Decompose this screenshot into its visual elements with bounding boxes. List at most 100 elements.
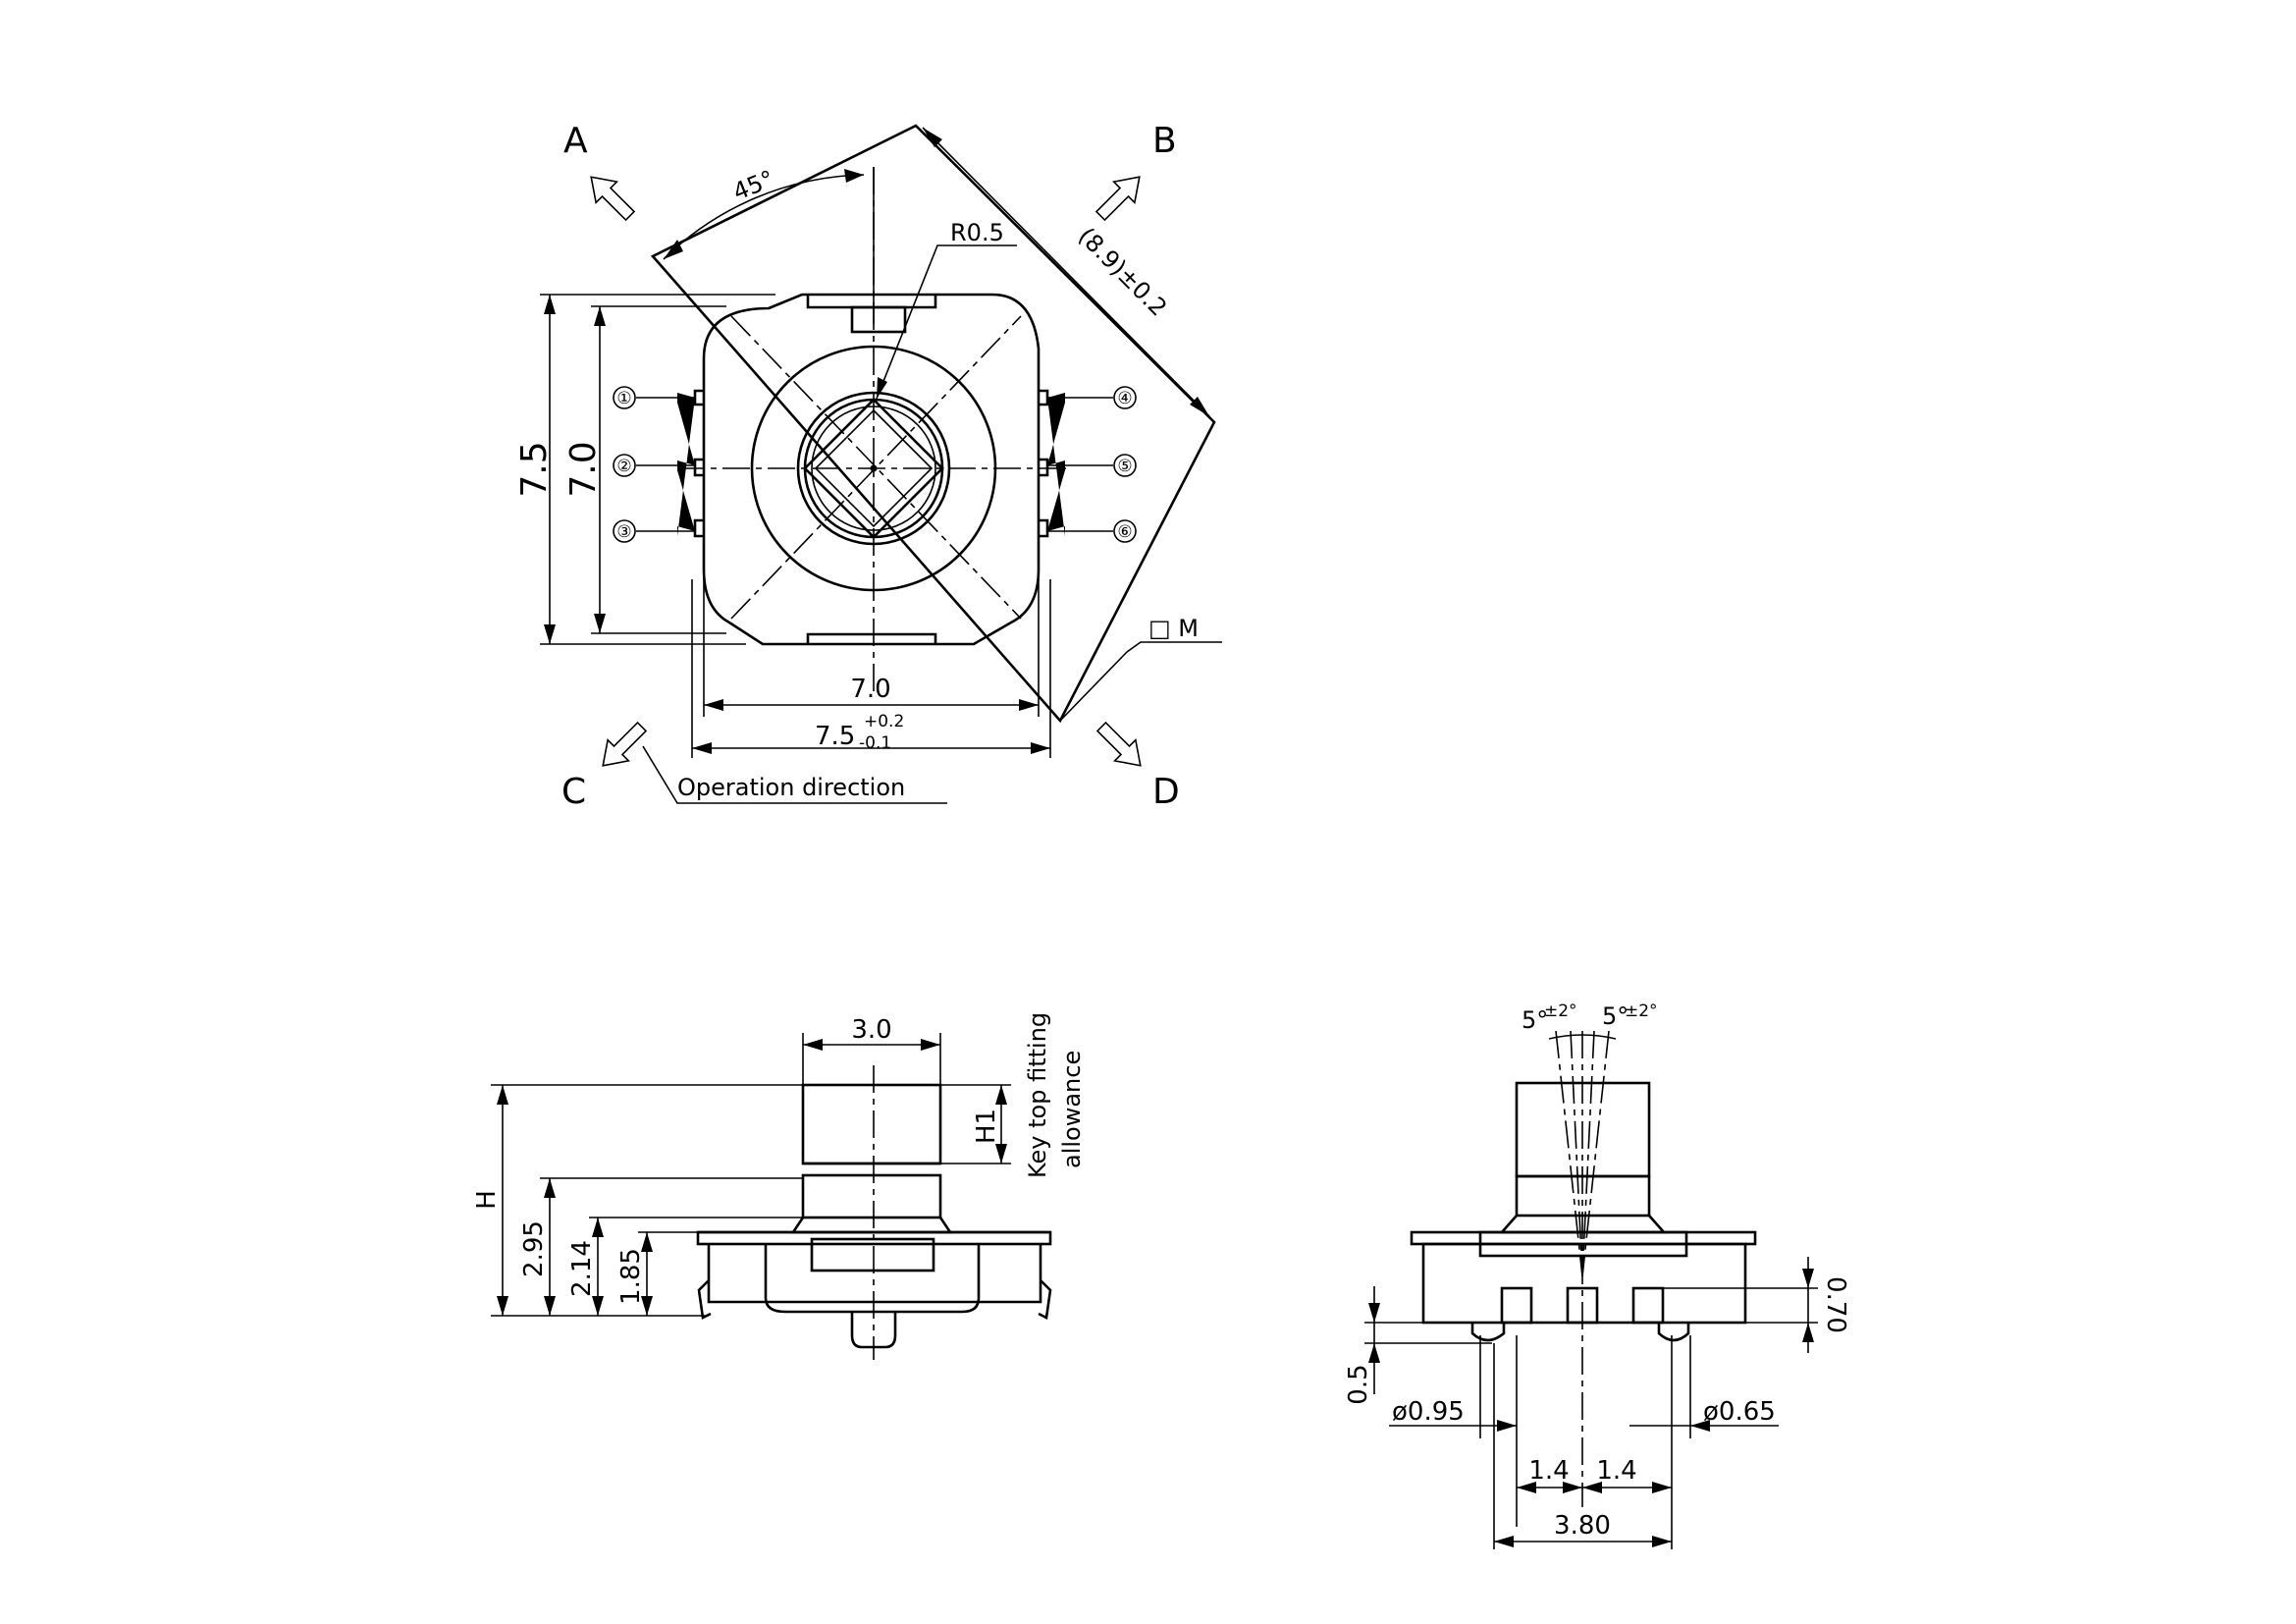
pin-leaders [636,397,1113,532]
side-inner [1478,1230,1688,1258]
dim-295-label: 2.95 [519,1220,549,1277]
stem-width-label: 3.0 [851,1015,891,1045]
arrow-295-top [544,1178,556,1198]
arrow-stem-left [803,1039,823,1051]
diag-dim-line [922,127,1210,417]
pin-6-circle [1113,519,1137,543]
pin-4-circle [1113,386,1137,409]
centerline-d1 [730,315,1022,620]
side-terminal-right [1631,1286,1665,1325]
dia-065-label: ø0.65 [1703,1397,1776,1427]
tilt-left-label: 5° [1522,1006,1548,1034]
arrow-14-left [1517,1482,1536,1493]
arrow-h-top [497,1085,508,1105]
stem-collar [801,1173,942,1219]
outer-width-minus: -0.1 [859,733,891,753]
diag-dimension-label: (8.9)±0.2 [1073,222,1172,321]
dim-070-label: 0.70 [1821,1276,1850,1333]
arrow-h1-bot [995,1144,1007,1164]
arrow-w75-left [692,742,712,754]
m-dim-line [1059,651,1128,722]
centerline-d2 [730,315,1022,620]
stem-diamond-inner [814,408,934,528]
pitch-right-label: 1.4 [1596,1456,1636,1486]
outer-width-plus: +0.2 [864,712,904,731]
body-outline [702,293,1041,646]
direction-d-label: D [1152,772,1180,812]
pitch-left-label: 1.4 [1528,1456,1569,1486]
tilt-right-label: 5° [1602,1002,1629,1030]
outer-height-label: 7.5 [514,441,555,497]
pin-1-circle [613,386,636,409]
arrow-h-bot [497,1296,508,1316]
pin-arrows-left [677,393,695,536]
arrow-d-icon [1095,721,1142,767]
pin-5-label: ⑤ [1117,457,1132,476]
arrow-05-bot [1368,1343,1380,1363]
arrow-070-bot [1802,1323,1814,1342]
arrow-w75-right [1031,742,1050,754]
dim-185-label: 1.85 [616,1248,646,1305]
radius-leader [876,244,1017,400]
stem-block [801,1083,942,1165]
top-view: 45° R0.5 (8.9)±0.2 □ M 7.5 7.0 [514,121,1222,812]
span-label: 3.80 [1554,1511,1611,1541]
arrow-070-top [1802,1269,1814,1288]
tilt-arc [1548,1034,1617,1040]
angle-arrow-right [844,169,864,183]
h-label: H [472,1190,502,1210]
pin-6-label: ⑥ [1117,522,1132,542]
pin-1-label: ① [616,389,631,408]
radius-arrow [877,377,887,399]
side-pin-left [1470,1323,1506,1342]
note-line-1: Key top fitting [1024,1012,1051,1178]
radius-label: R0.5 [950,219,1004,246]
front-view: 3.0 H1 Key top fitting allowance H 2.95 … [472,1012,1086,1360]
arrow-095 [1497,1420,1517,1432]
arrow-214-top [592,1218,604,1237]
arrow-14-mid-r [1582,1482,1602,1493]
pin-arrows-right [1047,393,1065,536]
angle-label: 45° [729,165,778,206]
top-notch [850,305,907,334]
diag-arrow-bottom [1190,397,1209,416]
arrow-380-left [1494,1536,1514,1547]
right-terminals [1039,389,1049,538]
tilt-line-right-outer [1581,1030,1610,1277]
direction-a-label: A [563,121,588,161]
h1-label: H1 [972,1109,1001,1144]
diag-ext-top [915,125,930,138]
arrow-380-right [1652,1536,1672,1547]
inner-width-label: 7.0 [850,675,890,704]
arrow-185-bot [641,1296,653,1316]
right-clip [1038,1279,1052,1320]
bottom-tab [806,632,937,644]
tilt-line-left-inner [1570,1030,1583,1277]
side-view: 5° ±2° 5° ±2° 0.70 0.5 ø0.95 ø0.65 [1344,1001,1850,1549]
operation-leader [642,745,947,804]
arrow-b-icon [1095,176,1141,222]
arrow-75-top [544,295,556,314]
slider [810,1237,935,1272]
operation-label: Operation direction [677,774,905,801]
dim-214-label: 2.14 [567,1240,597,1297]
inner-height-label: 7.0 [563,441,604,497]
arrow-05-top [1368,1303,1380,1323]
arrow-c-icon [602,721,648,767]
arrow-14-mid-l [1563,1482,1582,1493]
arrow-stem-right [921,1039,940,1051]
m-label: □ M [1148,615,1199,642]
arrow-h1-top [995,1085,1007,1105]
diag-arrow-top [923,128,942,147]
arrow-214-bot [592,1296,604,1316]
arrow-w70-right [1019,699,1039,711]
pin-4-label: ④ [1117,389,1132,408]
arrow-14-right [1652,1482,1672,1493]
note-line-2: allowance [1058,1051,1086,1168]
tilt-line-left-outer [1555,1030,1583,1277]
angle-arrow-left [664,240,683,259]
housing-body [707,1244,1042,1304]
dia-095-label: ø0.95 [1392,1397,1465,1427]
side-pin-right [1657,1323,1690,1342]
